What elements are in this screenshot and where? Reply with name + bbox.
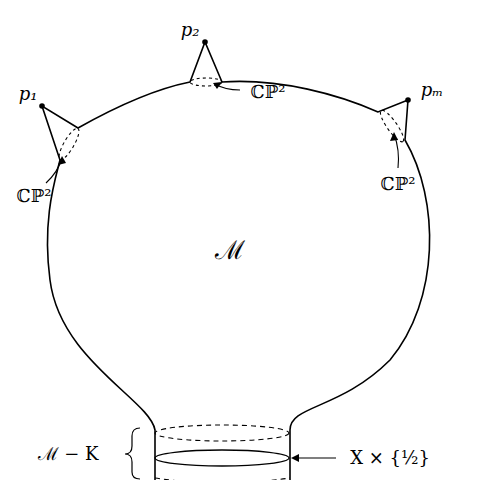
space-label: ℂℙ² bbox=[380, 175, 415, 193]
cone-point bbox=[39, 103, 45, 109]
slice-label: X × {½} bbox=[350, 449, 430, 467]
cone-link bbox=[377, 108, 407, 145]
arrow-head bbox=[291, 454, 299, 462]
cone-point bbox=[405, 97, 411, 103]
manifold-outline bbox=[42, 42, 430, 480]
end-slice bbox=[155, 425, 289, 441]
point-label: p₂ bbox=[181, 21, 200, 39]
space-label: ℂℙ² bbox=[16, 187, 51, 205]
space-label: ℂℙ² bbox=[250, 83, 285, 101]
arrow-head bbox=[58, 156, 66, 165]
arrow-head bbox=[390, 132, 398, 141]
end-slice bbox=[155, 478, 290, 480]
cone-point bbox=[202, 39, 208, 45]
arrow-head bbox=[213, 82, 222, 89]
point-label: pₘ bbox=[421, 81, 444, 99]
cone-link bbox=[56, 126, 83, 162]
region-label: ℳ − K bbox=[38, 445, 99, 463]
point-label: p₁ bbox=[19, 85, 38, 103]
manifold-label: ℳ bbox=[215, 237, 245, 263]
middle-slice bbox=[155, 450, 289, 466]
leader-arrow bbox=[294, 457, 336, 458]
brace bbox=[125, 428, 140, 479]
